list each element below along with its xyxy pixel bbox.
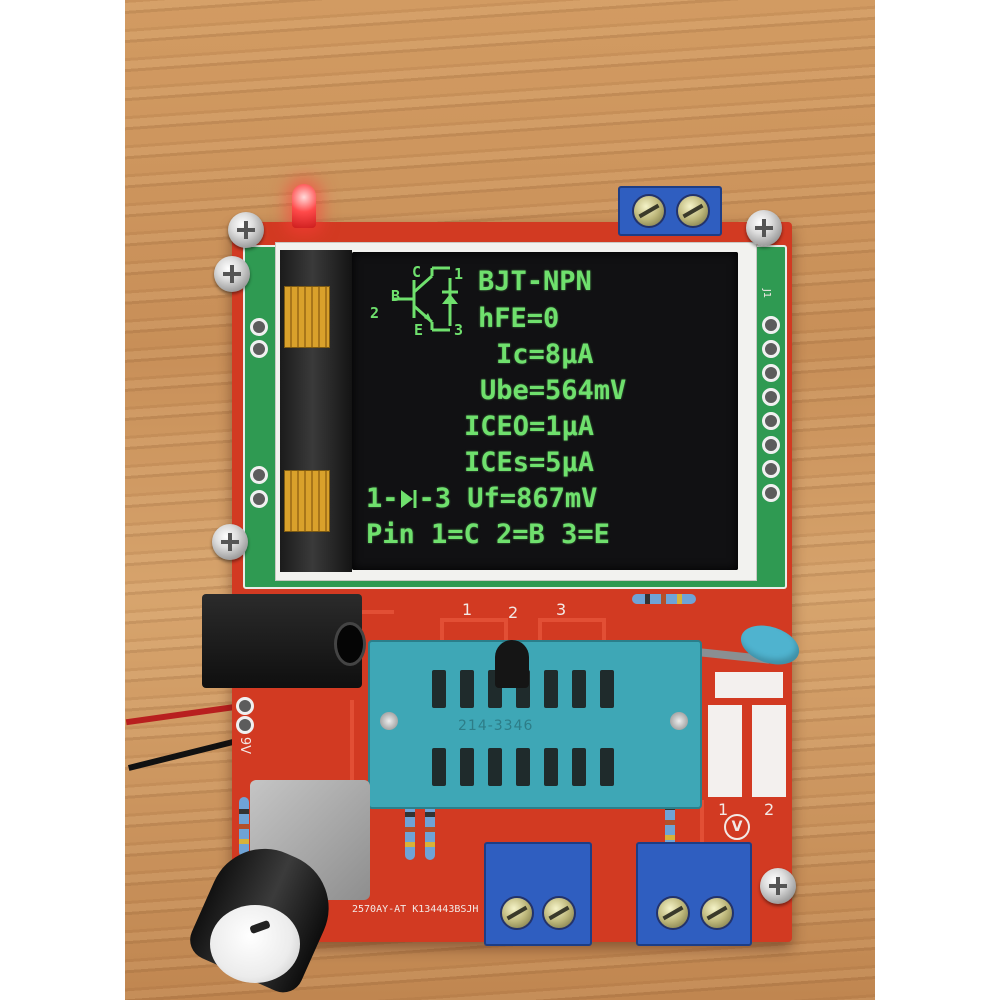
status-led: [292, 184, 316, 228]
terminal-screw[interactable]: [632, 194, 666, 228]
flex-gold-contacts: [284, 470, 330, 532]
iceo-readout: ICEO=1µA: [464, 411, 595, 442]
pin-e-label: E: [414, 321, 424, 339]
pin-b-label: B: [391, 287, 401, 305]
diode-symbol-icon: [400, 490, 417, 508]
header-pin: [762, 484, 780, 502]
socket-pin-3-label: 3: [556, 600, 567, 619]
socket-screw: [380, 712, 398, 730]
socket-pin-1-label: 1: [462, 600, 473, 619]
terminal-screw[interactable]: [676, 194, 710, 228]
component-type-title: BJT-NPN: [478, 266, 592, 297]
flex-gold-contacts: [284, 286, 330, 348]
mounting-screw-lower-left: [212, 524, 248, 560]
socket-slot: [600, 670, 614, 708]
resistor: [239, 797, 249, 857]
terminal-screw[interactable]: [500, 896, 534, 930]
mounting-screw-left: [214, 256, 250, 292]
socket-slot: [544, 748, 558, 786]
socket-slot: [460, 670, 474, 708]
socket-part-code: 214-3346: [458, 718, 534, 734]
power-pad-plus: [236, 697, 254, 715]
lcd-screen: [352, 252, 738, 570]
hfe-readout: hFE=0: [478, 303, 560, 334]
silk-pad-2: [752, 705, 786, 797]
mounting-screw-bottom-right: [760, 868, 796, 904]
socket-slot: [460, 748, 474, 786]
socket-slot: [432, 670, 446, 708]
socket-slot: [572, 748, 586, 786]
silk-pad: [715, 672, 783, 698]
socket-slot: [544, 670, 558, 708]
knob-indicator: [249, 919, 271, 935]
power-9v-label: 9V: [237, 736, 253, 755]
header-pin: [762, 340, 780, 358]
diode-anode-pin: 1-: [366, 483, 399, 514]
header-pin: [762, 388, 780, 406]
header-pin: [250, 318, 268, 336]
pin-1-label: 1: [454, 265, 464, 283]
pinout-readout: Pin 1=C 2=B 3=E: [366, 519, 610, 550]
silk-pad-1: [708, 705, 742, 797]
jack-socket: [334, 622, 366, 666]
header-pin: [250, 490, 268, 508]
zif-test-socket[interactable]: 214-3346: [368, 640, 702, 809]
socket-slot: [516, 748, 530, 786]
pcb-trace: [538, 618, 606, 642]
ube-readout: Ube=564mV: [480, 375, 627, 406]
mounting-screw-top-right: [746, 210, 782, 246]
pin-3-label: 3: [454, 321, 464, 339]
knob-cap[interactable]: [210, 905, 300, 983]
pcb-trace: [440, 618, 508, 642]
pin-2-label: 2: [370, 304, 380, 322]
diode-uf-readout: Uf=867mV: [467, 483, 598, 514]
volt-circle-symbol: V: [724, 814, 750, 840]
resistor: [425, 800, 435, 860]
terminal-screw[interactable]: [656, 896, 690, 930]
board-serial-label: 2570AY-AT K134443BSJH: [352, 904, 479, 915]
power-pad-minus: [236, 716, 254, 734]
resistor: [405, 800, 415, 860]
header-pin: [762, 412, 780, 430]
terminal-screw[interactable]: [700, 896, 734, 930]
transistor-under-test: [495, 640, 529, 688]
header-pin: [762, 460, 780, 478]
socket-slot: [432, 748, 446, 786]
volt-symbol-label: V: [731, 819, 743, 835]
terminal-block-bottom-right: [636, 842, 752, 946]
header-pin: [762, 364, 780, 382]
ices-readout: ICEs=5µA: [464, 447, 595, 478]
diode-readout-row: 1- -3 Uf=867mV: [366, 484, 597, 514]
diode-cathode-pin: -3: [418, 483, 452, 514]
pin-c-label: C: [412, 263, 422, 281]
npn-transistor-symbol-icon: [392, 266, 458, 332]
header-j1-label: J1: [761, 288, 773, 299]
dc-power-jack: [202, 594, 366, 688]
header-pin: [250, 340, 268, 358]
header-pin: [762, 316, 780, 334]
header-pin: [762, 436, 780, 454]
terminal-screw[interactable]: [542, 896, 576, 930]
socket-screw: [670, 712, 688, 730]
resistor: [632, 594, 696, 604]
ic-readout: Ic=8µA: [496, 339, 594, 370]
silk-pad-2-label: 2: [764, 800, 775, 819]
socket-slot: [572, 670, 586, 708]
header-pin: [250, 466, 268, 484]
terminal-block-bottom-left: [484, 842, 592, 946]
terminal-block-top: [618, 186, 722, 236]
socket-slot: [600, 748, 614, 786]
socket-slot: [488, 748, 502, 786]
socket-pin-2-label: 2: [508, 603, 519, 622]
silk-pad-1-label: 1: [718, 800, 729, 819]
pcb-trace: [270, 700, 354, 784]
mounting-screw-top-left: [228, 212, 264, 248]
